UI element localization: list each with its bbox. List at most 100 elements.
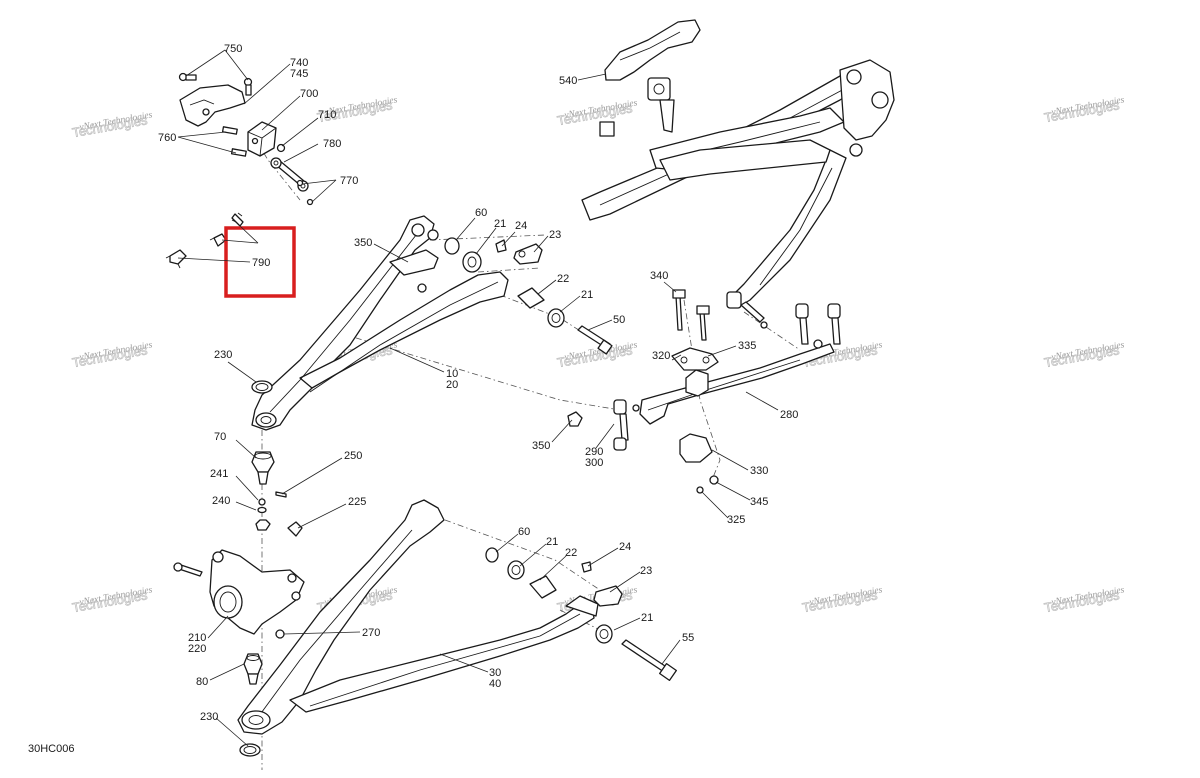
callout-250: 250 xyxy=(344,450,362,462)
callout-330: 330 xyxy=(750,465,768,477)
bolt-750-a xyxy=(178,72,197,82)
callout-10: 10 xyxy=(446,368,458,380)
nut-770-a xyxy=(296,179,304,187)
frame-rear-assembly xyxy=(581,19,895,329)
callout-280: 280 xyxy=(780,409,798,421)
svg-text:Technologies: Technologies xyxy=(556,342,634,370)
lower-a-arm-30 xyxy=(237,499,599,735)
ball-joint-stack xyxy=(251,380,303,537)
bolt-340-a xyxy=(672,289,686,331)
watermark: vNext Technologies Technologies xyxy=(556,340,639,370)
bolt-55 xyxy=(621,639,669,673)
callout-22-a: 22 xyxy=(557,273,569,285)
callout-50: 50 xyxy=(613,314,625,326)
bushing-335 xyxy=(685,369,709,397)
callout-710: 710 xyxy=(318,109,336,121)
callout-230-a: 230 xyxy=(214,349,232,361)
callout-270: 270 xyxy=(362,627,380,639)
callout-20: 20 xyxy=(446,379,458,391)
shock-mount-cluster xyxy=(178,72,314,206)
callout-55: 55 xyxy=(682,632,694,644)
sway-link-290 xyxy=(613,399,640,451)
ball-joint-70 xyxy=(251,451,275,485)
mount-540 xyxy=(604,19,701,81)
bushing-21-a xyxy=(462,251,482,273)
bolt-760-b xyxy=(230,148,247,157)
bolt-760-a xyxy=(221,126,238,135)
callout-22-b: 22 xyxy=(565,547,577,559)
sleeve-22 xyxy=(517,287,545,309)
callout-24-a: 24 xyxy=(515,220,527,232)
grease-fitting-24-b xyxy=(581,561,592,573)
upper-a-arm-10 xyxy=(251,215,509,431)
callout-241: 241 xyxy=(210,468,228,480)
callout-70: 70 xyxy=(214,431,226,443)
diagram-reference-code: 30HC006 xyxy=(28,743,74,755)
callout-760: 760 xyxy=(158,132,176,144)
callout-325: 325 xyxy=(727,514,745,526)
bracket-330 xyxy=(679,433,713,463)
callout-335: 335 xyxy=(738,340,756,352)
callout-540: 540 xyxy=(559,75,577,87)
watermark: vNext Technologies Technologies xyxy=(71,585,154,615)
callout-345: 345 xyxy=(750,496,768,508)
mount-block-700 xyxy=(247,121,277,157)
nut-240 xyxy=(255,519,271,531)
bushing-60-b xyxy=(485,547,499,563)
svg-text:Technologies: Technologies xyxy=(71,342,149,370)
svg-text:Technologies: Technologies xyxy=(71,587,149,615)
callout-210: 210 xyxy=(188,632,206,644)
bushing-21-c xyxy=(507,560,525,580)
callout-225: 225 xyxy=(348,496,366,508)
svg-text:Technologies: Technologies xyxy=(556,100,634,128)
callout-770: 770 xyxy=(340,175,358,187)
svg-text:Technologies: Technologies xyxy=(1043,342,1121,370)
callout-21-b: 21 xyxy=(581,289,593,301)
grease-fitting-24 xyxy=(495,239,507,253)
callout-23-b: 23 xyxy=(640,565,652,577)
cotter-241 xyxy=(258,498,266,506)
nut-325 xyxy=(696,486,704,494)
bracket-740 xyxy=(179,84,246,127)
watermark: vNext Technologies Technologies xyxy=(801,585,884,615)
callout-320: 320 xyxy=(652,350,670,362)
svg-text:Technologies: Technologies xyxy=(71,112,149,140)
bushing-60 xyxy=(444,237,460,255)
callout-40: 40 xyxy=(489,678,501,690)
washer-240 xyxy=(257,506,267,514)
callout-21-c: 21 xyxy=(546,536,558,548)
clip-23-b xyxy=(593,585,623,607)
callout-23-a: 23 xyxy=(549,229,561,241)
ball-joint-80 xyxy=(243,653,263,685)
boot-225 xyxy=(287,521,303,537)
watermark: vNext Technologies Technologies xyxy=(1043,95,1126,125)
bracket-320 xyxy=(671,347,719,371)
sway-bar-280 xyxy=(639,343,835,425)
callout-60-b: 60 xyxy=(518,526,530,538)
svg-text:Technologies: Technologies xyxy=(801,587,879,615)
callout-60-a: 60 xyxy=(475,207,487,219)
watermark: vNext Technologies Technologies xyxy=(1043,340,1126,370)
highlight-box xyxy=(224,226,296,298)
callout-350-b: 350 xyxy=(532,440,550,452)
callout-745: 745 xyxy=(290,68,308,80)
knuckle-210 xyxy=(173,549,305,639)
leader-lines xyxy=(177,49,779,747)
watermark: vNext Technologies Technologies xyxy=(71,110,154,140)
callout-780: 780 xyxy=(323,138,341,150)
bushing-21-d xyxy=(595,624,613,644)
callout-350-a: 350 xyxy=(354,237,372,249)
sway-link-right xyxy=(795,303,841,349)
callout-21-d: 21 xyxy=(641,612,653,624)
sway-bar-assembly xyxy=(567,289,841,494)
callout-790[interactable]: 790 xyxy=(252,257,270,269)
lower-bushing-group xyxy=(485,547,678,682)
bushing-21-b xyxy=(547,308,565,328)
callout-24-b: 24 xyxy=(619,541,631,553)
nut-770-b xyxy=(306,198,314,206)
watermark: vNext Technologies Technologies xyxy=(556,98,639,128)
callout-30: 30 xyxy=(489,667,501,679)
nut-350-b xyxy=(567,411,583,427)
link-rod-780 xyxy=(270,157,309,192)
